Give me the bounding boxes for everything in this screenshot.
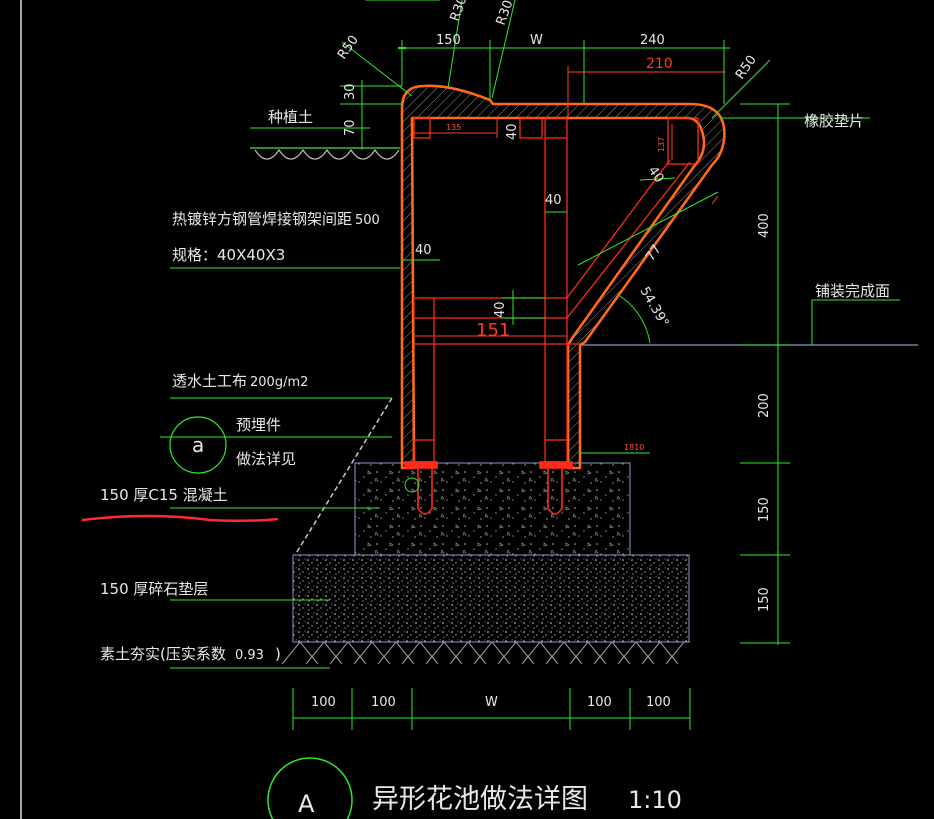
dim-right-150-a: 150 [757, 497, 772, 522]
dim-r50-right: R50 [733, 53, 760, 83]
dim-top-w: W [530, 33, 543, 48]
anchor-marker [404, 477, 420, 493]
dim-40-diag: 40 [645, 164, 667, 186]
label-rubber-pad: 橡胶垫片 [804, 112, 864, 130]
dim-bottom-100-c: 100 [587, 695, 612, 710]
dim-137: 137 [657, 137, 666, 152]
dim-40-left: 40 [415, 243, 432, 258]
label-planting-soil: 种植土 [268, 108, 313, 126]
dim-30: 30 [343, 83, 358, 100]
dim-151: 151 [476, 320, 510, 341]
label-embedded-1: 预埋件 [236, 416, 281, 434]
drawing-title: 异形花池做法详图 [372, 784, 588, 815]
dim-right-400: 400 [757, 213, 772, 238]
dim-bottom-100-d: 100 [646, 695, 671, 710]
dim-inner-135: 135 [446, 123, 461, 132]
label-steel-tube-spacing: 500 [355, 213, 380, 228]
label-compacted-close: ) [275, 645, 281, 663]
dim-top-150: 150 [436, 33, 461, 48]
embedded-anchors [404, 461, 573, 515]
dim-top-240: 240 [640, 33, 665, 48]
label-geotextile-value: 200g/m2 [250, 375, 308, 390]
detail-ref-letter: a [192, 433, 204, 457]
label-geotextile: 透水土工布 [172, 372, 247, 390]
dim-40-bar: 40 [493, 301, 508, 318]
compacted-soil-hatch [281, 641, 690, 665]
dim-70: 70 [343, 119, 358, 136]
drawing-scale: 1:10 [628, 786, 682, 814]
dim-40-mid: 40 [545, 193, 562, 208]
title-callout-circle [267, 757, 353, 819]
gravel-layer [292, 554, 690, 643]
label-compacted-value: 0.93 [235, 648, 264, 663]
concrete-layer [354, 462, 631, 556]
dim-r30-a: R30 [448, 0, 471, 23]
dim-bottom-100-b: 100 [371, 695, 396, 710]
dim-angle: 54.39° [637, 285, 672, 330]
label-concrete: 150 厚C15 混凝土 [100, 486, 228, 504]
dim-inner-210: 210 [646, 56, 673, 72]
dim-r50-left: R50 [335, 33, 362, 63]
planting-soil-symbol [250, 147, 400, 160]
steel-frame [413, 117, 699, 463]
label-compacted: 素土夯实(压实系数 [100, 645, 226, 663]
label-paving-surface: 铺装完成面 [815, 282, 890, 300]
dim-right-150-b: 150 [757, 587, 772, 612]
dimension-lines [160, 0, 900, 730]
label-steel-tube-spec: 规格：40X40X3 [172, 246, 285, 264]
detail-ref-circle [169, 416, 227, 474]
label-embedded-2: 做法详见 [236, 450, 296, 468]
inner-dimensions [414, 66, 726, 337]
planter-wall-section [400, 84, 726, 470]
dim-40-top: 40 [505, 123, 520, 140]
label-steel-tube: 热镀锌方钢管焊接钢架间距 [172, 210, 352, 228]
dim-bottom-100-a: 100 [311, 695, 336, 710]
red-markup-underline [81, 514, 279, 523]
dim-1810: 1810 [624, 443, 644, 452]
dim-right-200: 200 [757, 393, 772, 418]
dim-r30-b: R30 [494, 0, 517, 27]
geotextile-line [294, 397, 393, 556]
label-gravel: 150 厚碎石垫层 [100, 580, 208, 598]
title-callout-letter: A [298, 790, 315, 818]
dim-bottom-w: W [485, 695, 498, 710]
